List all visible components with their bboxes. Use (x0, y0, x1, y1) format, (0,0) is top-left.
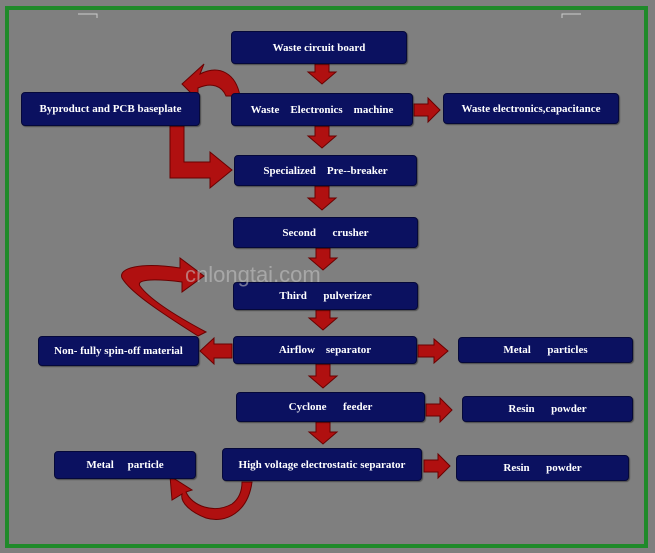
arrow-down-2 (306, 125, 338, 149)
node-resin-powder-1: Resin powder (462, 396, 633, 422)
node-airflow-separator: Airflow separator (233, 336, 417, 364)
corner-mark-left (78, 13, 98, 18)
node-waste-electronics-machine: Waste Electronics machine (231, 93, 413, 126)
node-second-crusher: Second crusher (233, 217, 418, 248)
node-hv-electrostatic-separator: High voltage electrostatic separator (222, 448, 422, 481)
arrow-right-hv (423, 452, 451, 480)
green-border (5, 6, 648, 548)
node-pre-breaker: Specialized Pre--breaker (234, 155, 417, 186)
node-non-fully-spin-off: Non- fully spin-off material (38, 336, 199, 366)
arrow-left-airflow (199, 336, 233, 366)
node-cyclone-feeder: Cyclone feeder (236, 392, 425, 422)
arrow-down-4 (307, 247, 339, 271)
node-resin-powder-2: Resin powder (456, 455, 629, 481)
arrow-down-3 (306, 185, 338, 211)
curved-arrow-bottom (169, 475, 253, 520)
arrow-right-machine (413, 96, 441, 124)
arrow-byproduct-prebreaker (169, 125, 233, 190)
node-metal-particle: Metal particle (54, 451, 196, 479)
node-byproduct: Byproduct and PCB baseplate (21, 92, 200, 126)
node-metal-particles: Metal particles (458, 337, 633, 363)
node-third-pulverizer: Third pulverizer (233, 282, 418, 310)
node-waste-circuit-board: Waste circuit board (231, 31, 407, 64)
arrow-down-5 (307, 309, 339, 331)
arrow-down-7 (307, 421, 339, 445)
corner-mark-right (561, 13, 581, 18)
arrow-down-6 (307, 363, 339, 389)
arrow-right-airflow (417, 337, 449, 365)
watermark: cnlongtai.com (185, 262, 321, 287)
arrow-down-1 (306, 63, 338, 85)
loop-arrow-recycle (121, 257, 208, 337)
node-waste-electronics-capacitance: Waste electronics,capacitance (443, 93, 619, 124)
arrow-right-cyclone (425, 396, 453, 424)
